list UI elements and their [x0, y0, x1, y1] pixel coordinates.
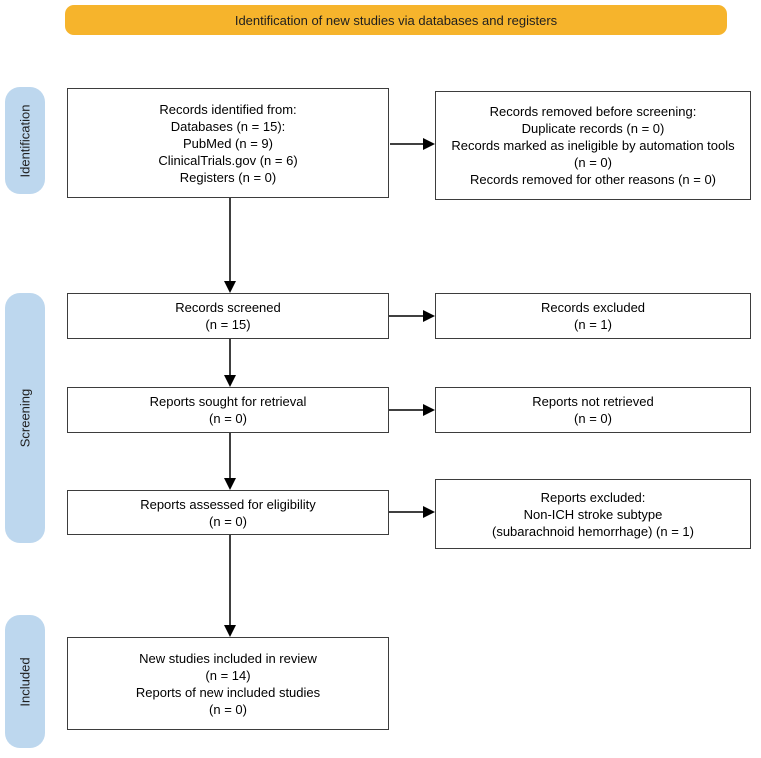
box-records-identified: Records identified from: Databases (n = … [67, 88, 389, 198]
box-text-line: New studies included in review [139, 650, 317, 666]
arrow-assessed-to-reports-excluded [389, 506, 435, 518]
box-text-line: Records excluded [540, 300, 646, 315]
box-text-line: (n = 0) [209, 411, 247, 426]
arrow-identified-to-removed [390, 138, 435, 150]
box-text-line: Reports not retrieved [532, 394, 654, 409]
box-text-line: Reports of new included studies [135, 684, 321, 700]
box-text-line: ClinicalTrials.gov (n = 6) [158, 152, 298, 168]
arrow-screened-to-excluded [389, 310, 435, 322]
box-text-line: Records identified from: [159, 101, 297, 117]
box-reports-not-retrieved: Reports not retrieved (n = 0) [435, 387, 751, 433]
banner-title: Identification of new studies via databa… [65, 5, 727, 35]
stage-label-included: Included [5, 615, 45, 748]
box-text-line: Databases (n = 15): [170, 118, 286, 134]
box-reports-sought: Reports sought for retrieval (n = 0) [67, 387, 389, 433]
box-text-line: Reports excluded: [540, 489, 646, 505]
arrow-assessed-to-included [224, 535, 236, 637]
stage-label-screening: Screening [5, 293, 45, 543]
stage-label-identification: Identification [5, 87, 45, 194]
box-text-line: PubMed (n = 9) [183, 135, 273, 151]
box-text-line: Registers (n = 0) [179, 169, 277, 185]
box-text-line: (n = 15) [205, 317, 251, 332]
box-text-line: Duplicate records (n = 0) [521, 121, 665, 136]
box-records-screened: Records screened (n = 15) [67, 293, 389, 339]
box-text-line: (n = 1) [574, 317, 612, 332]
box-text-line: (n = 0) [209, 513, 247, 529]
arrow-identified-to-screened [224, 198, 236, 293]
box-text-line: (n = 14) [205, 667, 251, 683]
box-text-line: Records removed before screening: [489, 104, 697, 119]
box-reports-excluded: Reports excluded: Non-ICH stroke subtype… [435, 479, 751, 549]
stage-label-text: Screening [17, 388, 33, 448]
stage-label-text: Identification [17, 104, 33, 177]
arrow-sought-to-assessed [224, 433, 236, 490]
arrow-screened-to-sought [224, 339, 236, 387]
stage-label-text: Included [17, 656, 33, 707]
box-new-studies-included: New studies included in review (n = 14) … [67, 637, 389, 730]
box-text-line: Reports sought for retrieval [149, 394, 307, 409]
box-text-line: (n = 0) [574, 411, 612, 426]
box-records-removed: Records removed before screening: Duplic… [435, 91, 751, 200]
box-records-excluded: Records excluded (n = 1) [435, 293, 751, 339]
box-text-line: Non-ICH stroke subtype [523, 506, 663, 522]
box-reports-assessed: Reports assessed for eligibility (n = 0) [67, 490, 389, 535]
arrow-sought-to-not-retrieved [389, 404, 435, 416]
box-text-line: Records marked as ineligible by automati… [451, 138, 735, 170]
box-text-line: (subarachnoid hemorrhage) (n = 1) [492, 523, 694, 539]
box-text-line: Records removed for other reasons (n = 0… [469, 172, 717, 187]
box-text-line: Records screened [175, 300, 281, 315]
box-text-line: (n = 0) [209, 701, 247, 717]
box-text-line: Reports assessed for eligibility [140, 496, 316, 512]
